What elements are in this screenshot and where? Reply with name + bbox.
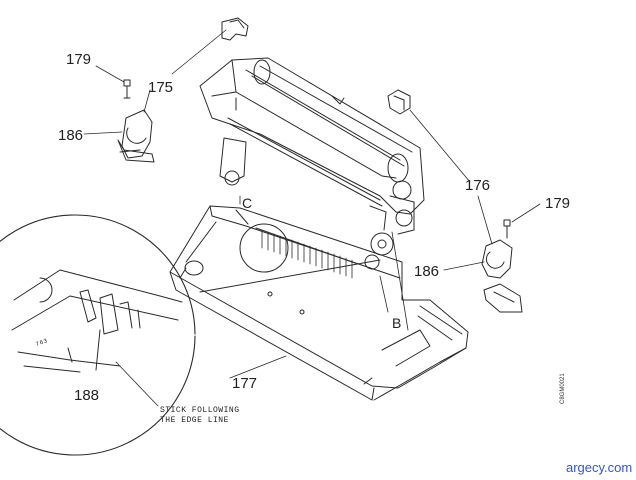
detail-view-188 bbox=[0, 214, 196, 456]
letter-b: B bbox=[392, 315, 402, 331]
detail-marker-c bbox=[239, 223, 289, 273]
part-175-clip bbox=[221, 17, 249, 41]
part-186-bushing-left bbox=[117, 109, 155, 163]
roller-assembly bbox=[199, 57, 425, 270]
callout-175: 175 bbox=[148, 79, 174, 96]
note-line-1: STICK FOLLOWING bbox=[160, 406, 240, 415]
figure-code: C8GM0021 bbox=[560, 373, 566, 404]
callout-186-right: 186 bbox=[414, 263, 440, 280]
part-186-bushing-right bbox=[481, 239, 523, 313]
part-179-screw-left bbox=[123, 79, 131, 99]
callout-177: 177 bbox=[232, 375, 258, 392]
part-179-screw-right bbox=[503, 219, 511, 239]
callout-179-left: 179 bbox=[66, 51, 92, 68]
callout-176: 176 bbox=[465, 177, 491, 194]
callout-188: 188 bbox=[74, 387, 100, 404]
note-line-2: THE EDGE LINE bbox=[160, 416, 229, 425]
part-176-bushing-upper bbox=[387, 89, 411, 115]
callout-179-right: 179 bbox=[545, 195, 571, 212]
letter-c: C bbox=[242, 195, 253, 211]
watermark: argecy.com bbox=[566, 460, 633, 475]
part-177-tray bbox=[169, 205, 469, 401]
callout-186-left: 186 bbox=[58, 127, 84, 144]
leader-lines bbox=[83, 29, 541, 379]
